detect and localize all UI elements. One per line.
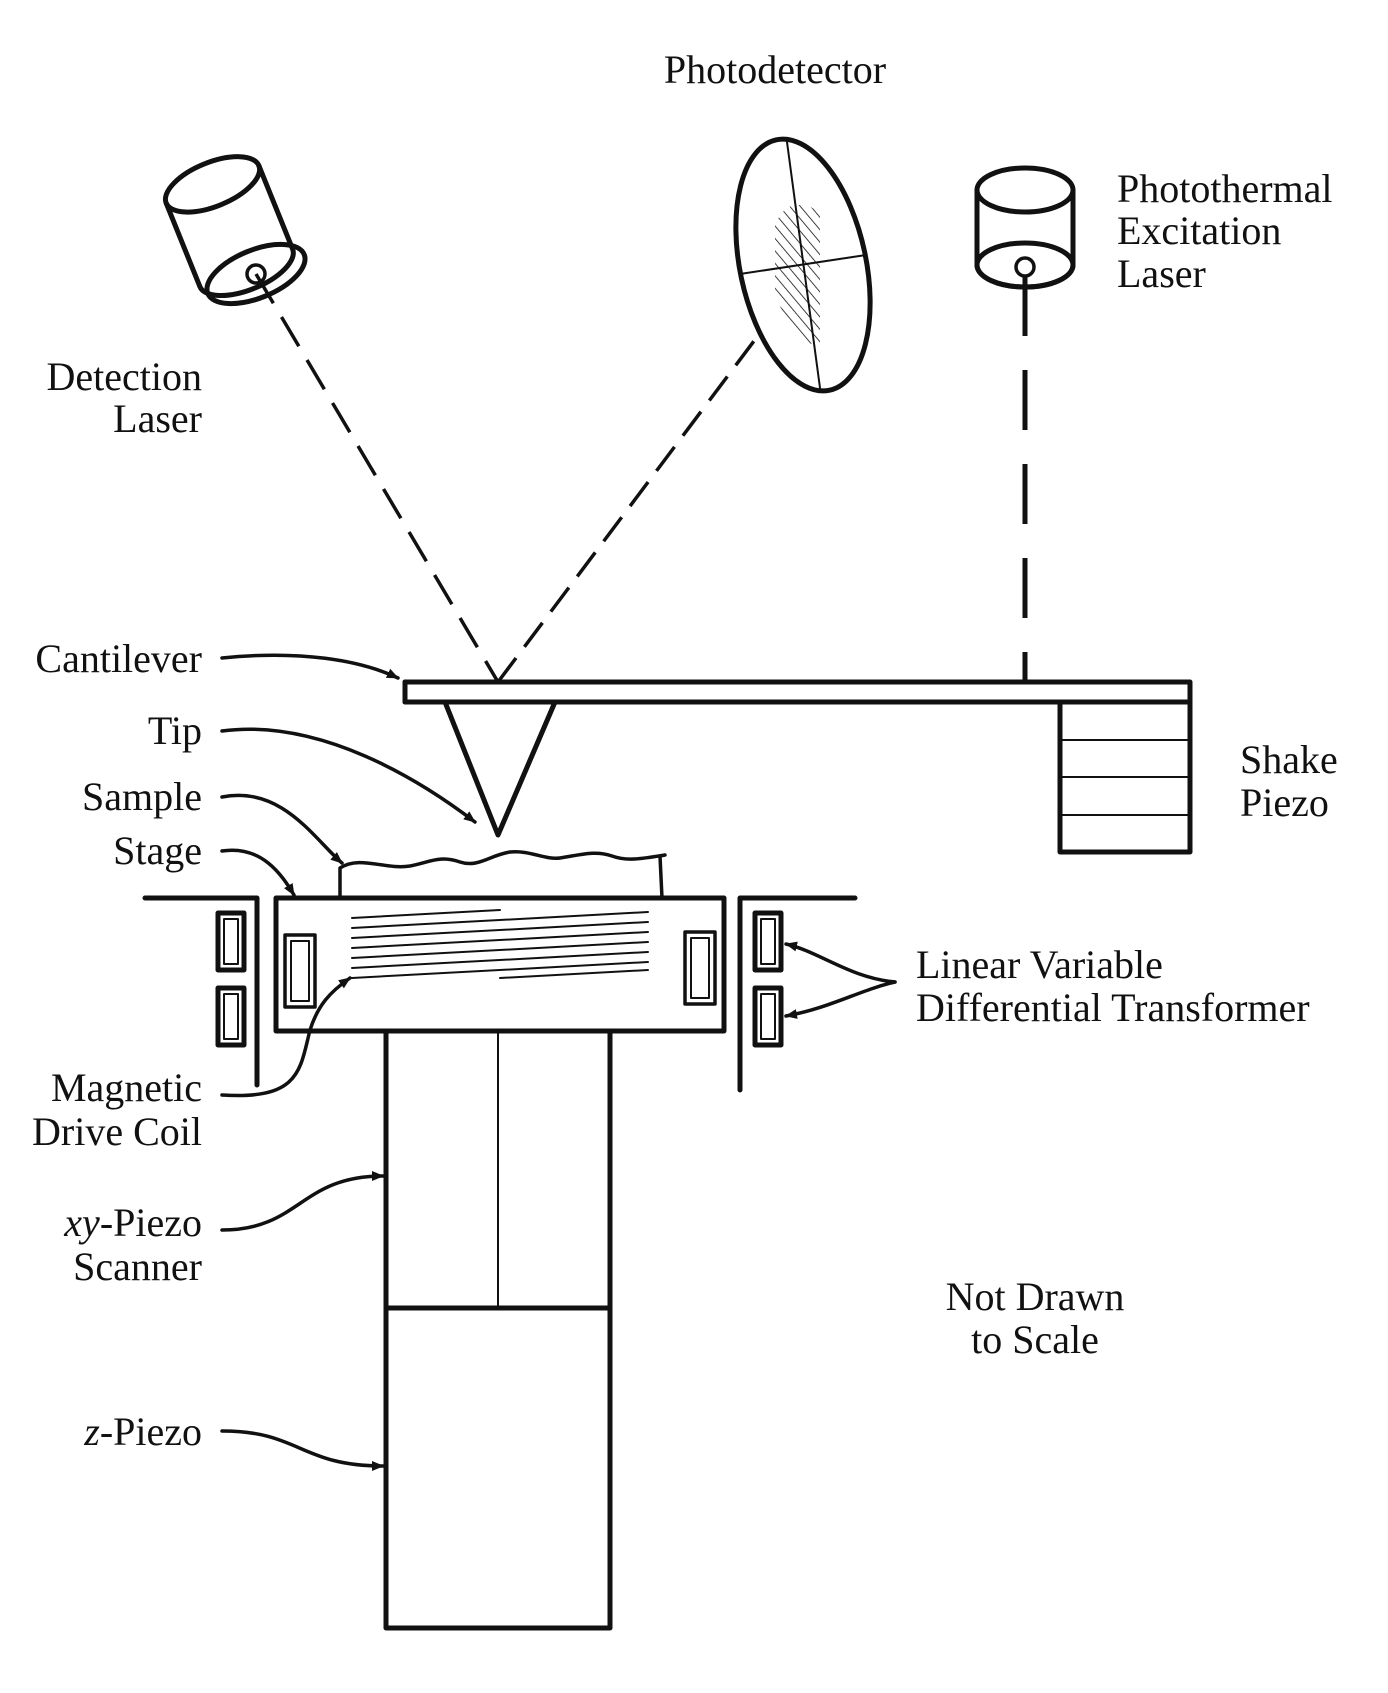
z-leader [220, 1429, 385, 1471]
shake-piezo [1057, 699, 1193, 855]
photothermal-laser [974, 165, 1076, 290]
xy-piezo-label-line1: xy-Piezo [63, 1200, 202, 1245]
stage-label: Stage [113, 828, 202, 873]
scale-note-line1: Not Drawn [946, 1274, 1125, 1319]
photodetector-icon [733, 136, 873, 394]
photothermal-label-line1: Photothermal [1117, 166, 1333, 211]
coil-label-line1: Magnetic [51, 1065, 202, 1110]
cantilever-leader [220, 653, 400, 680]
lvdt-leader-top [784, 941, 897, 984]
housing-left [142, 895, 260, 1088]
coil-label-line2: Drive Coil [32, 1109, 202, 1154]
xy-piezo-label-line2: Scanner [73, 1244, 202, 1289]
detection-label-line2: Laser [113, 396, 202, 441]
sample [338, 850, 667, 900]
xy-piezo-scanner [383, 1028, 613, 1311]
photothermal-label-line2: Excitation [1117, 208, 1281, 253]
lvdt-label-line1: Linear Variable [916, 942, 1163, 987]
tip-leader [220, 727, 477, 824]
photodetector-label: Photodetector [664, 47, 886, 92]
shake-piezo-label-line2: Piezo [1240, 780, 1329, 825]
tip [442, 699, 558, 838]
stage-leader [220, 848, 296, 897]
lvdt-leader-bottom [784, 980, 897, 1019]
detection-laser [162, 154, 308, 307]
sample-label: Sample [82, 774, 202, 819]
detection-beam [254, 273, 500, 683]
scale-note-line2: to Scale [971, 1317, 1099, 1362]
shake-piezo-label-line1: Shake [1240, 737, 1338, 782]
tip-label: Tip [148, 708, 202, 753]
magnetic-drive-coil [351, 909, 649, 979]
z-piezo [383, 1305, 613, 1631]
housing-right [737, 895, 858, 1093]
lvdt-label-line2: Differential Transformer [916, 985, 1310, 1030]
sample-leader [220, 793, 344, 865]
z-piezo-label: z-Piezo [83, 1409, 202, 1454]
photothermal-label-line3: Laser [1117, 251, 1206, 296]
detection-label-line1: Detection [47, 354, 203, 399]
cantilever-label: Cantilever [35, 636, 202, 681]
xy-leader [220, 1171, 385, 1232]
coil-leader [220, 976, 352, 1098]
reflected-beam [496, 331, 762, 684]
cantilever [402, 679, 1193, 705]
stage [273, 895, 727, 1034]
